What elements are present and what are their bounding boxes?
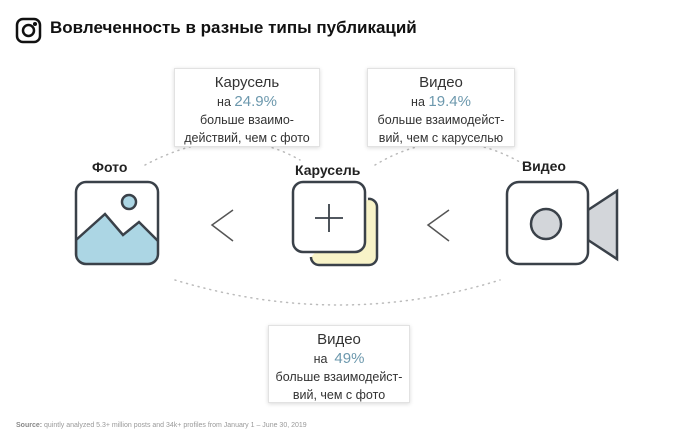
comparison-card-video-vs-carousel: Видео на 19.4% больше взаимодейст- вий, … bbox=[367, 68, 515, 147]
comparison-card-video-vs-photo: Видео на 49% больше взаимодейст- вий, че… bbox=[268, 325, 410, 403]
card-prefix: на bbox=[217, 95, 231, 109]
video-camera-icon bbox=[505, 180, 619, 266]
card-heading: Карусель bbox=[214, 74, 280, 91]
label-photo: Фото bbox=[92, 159, 128, 175]
less-than-icon bbox=[426, 209, 450, 242]
source-note: Source: quintly analyzed 5.3+ million po… bbox=[16, 422, 307, 429]
less-than-icon bbox=[210, 209, 234, 242]
card-text: больше взаимодейст- bbox=[275, 370, 403, 384]
card-text: действий, чем с фото bbox=[184, 131, 310, 145]
card-heading: Видео bbox=[317, 331, 361, 348]
card-text: больше взаимо- bbox=[200, 113, 294, 127]
carousel-icon bbox=[291, 180, 379, 267]
dotted-arc-photo-video bbox=[174, 279, 501, 306]
card-percent: 19.4% bbox=[428, 93, 471, 110]
card-text: вий, чем с каруселью bbox=[378, 131, 504, 145]
source-text: quintly analyzed 5.3+ million posts and … bbox=[44, 422, 307, 429]
card-prefix: на bbox=[411, 95, 425, 109]
comparison-card-carousel-vs-photo: Карусель на 24.9% больше взаимо- действи… bbox=[174, 68, 320, 147]
label-video: Видео bbox=[522, 158, 566, 174]
card-percent: 24.9% bbox=[234, 93, 277, 110]
card-text: вий, чем с фото bbox=[292, 388, 386, 402]
page-title: Вовлеченность в разные типы публикаций bbox=[50, 18, 417, 37]
card-prefix: на bbox=[313, 352, 328, 366]
source-label: Source: bbox=[16, 422, 43, 429]
photo-icon bbox=[74, 180, 160, 266]
label-carousel: Карусель bbox=[295, 162, 361, 178]
card-text: больше взаимодейст- bbox=[377, 113, 505, 127]
card-percent: 49% bbox=[334, 350, 365, 367]
instagram-icon bbox=[15, 17, 42, 44]
card-heading: Видео bbox=[419, 74, 463, 91]
